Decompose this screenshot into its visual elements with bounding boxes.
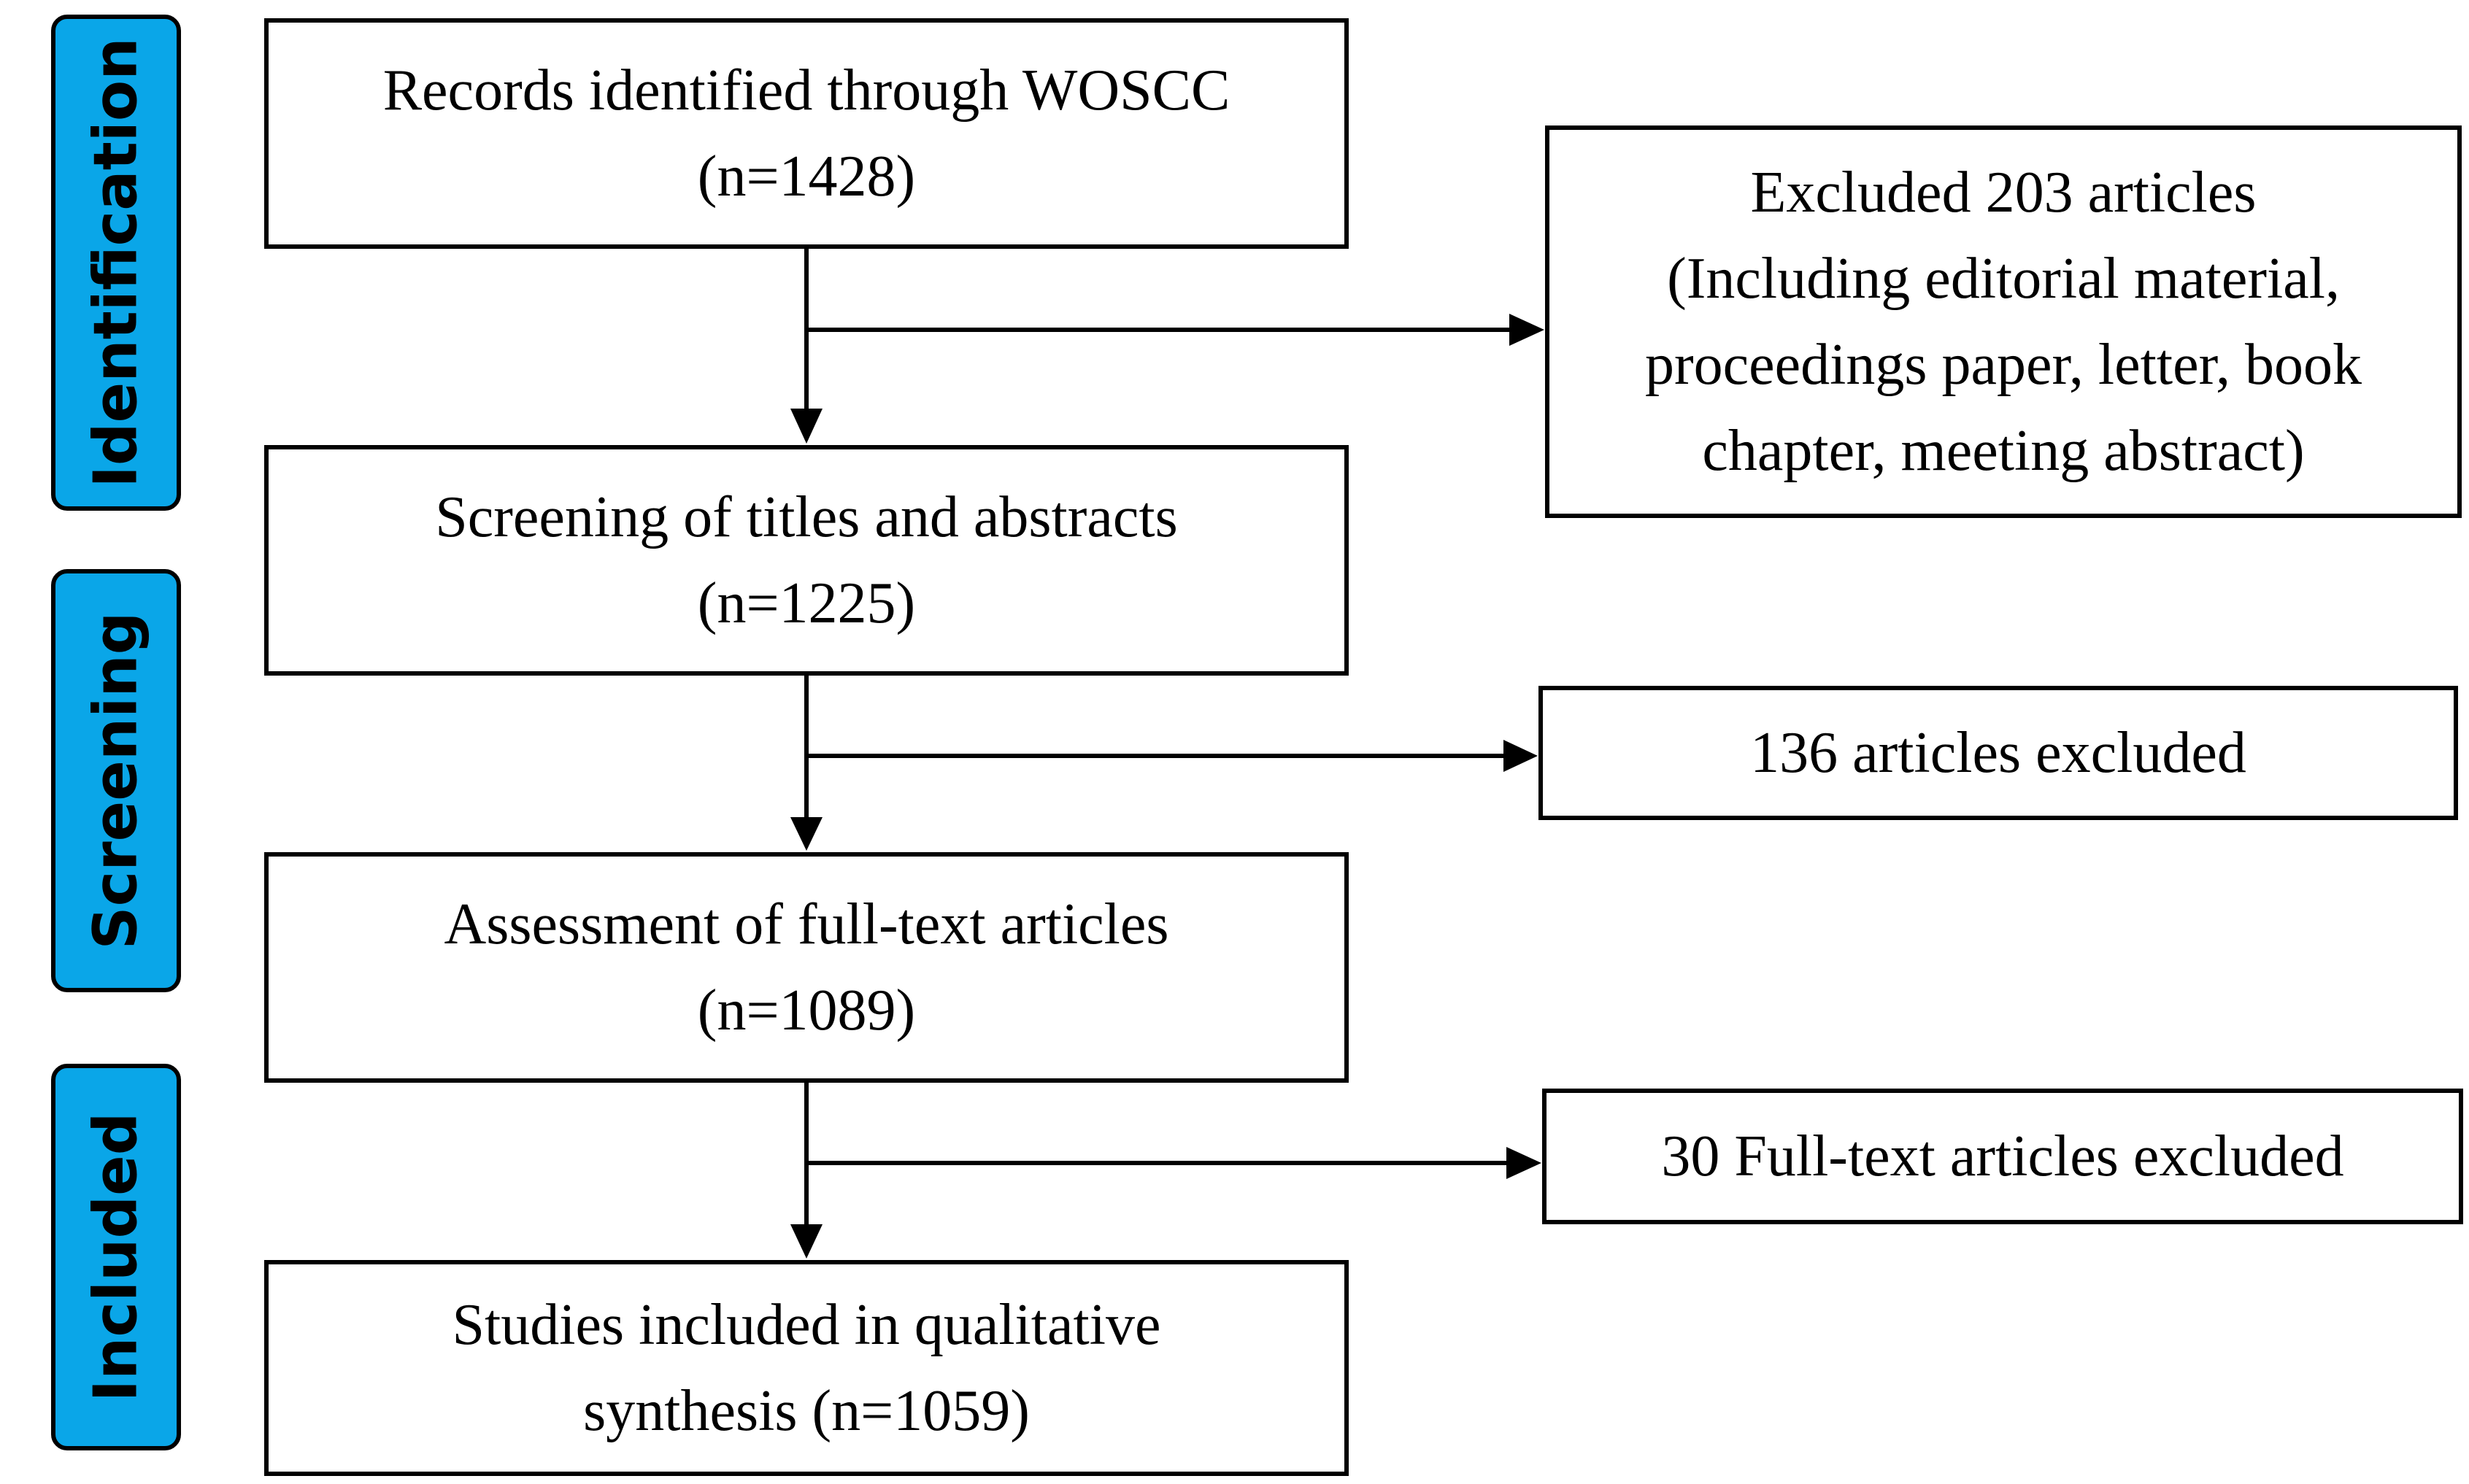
arrow-right-icon [1503,740,1538,772]
stage-screening: Screening [51,569,181,992]
exclusion-3-text: 30 Full-text articles excluded [1661,1124,2344,1189]
identified-box: Records identified through WOSCC (n=1428… [264,18,1349,249]
included-line-1: Studies included in qualitative [452,1293,1161,1357]
screening-title: Screening of titles and abstracts [435,485,1178,549]
stage-identification: Identification [51,15,181,511]
arrow-down-icon [790,409,823,444]
exclusion-2-text: 136 articles excluded [1750,721,2246,785]
stage-included: Included [51,1064,181,1450]
exclusion-box-3: 30 Full-text articles excluded [1542,1089,2463,1224]
exclusion-1-line-4: chapter, meeting abstract) [1702,419,2305,483]
screening-count: (n=1225) [697,571,916,635]
assessment-title: Assessment of full-text articles [444,892,1169,957]
exclusion-box-1: Excluded 203 articles (Including editori… [1545,125,2462,518]
arrow-right-icon [1506,1147,1541,1179]
identified-count: (n=1428) [697,144,916,209]
exclusion-box-2: 136 articles excluded [1538,686,2458,820]
identified-title: Records identified through WOSCC [382,58,1230,123]
arrow-down-icon [790,1224,823,1259]
screening-box: Screening of titles and abstracts (n=122… [264,445,1349,676]
included-line-2: synthesis (n=1059) [583,1379,1030,1443]
arrow-right-icon [1509,314,1544,346]
assessment-box: Assessment of full-text articles (n=1089… [264,852,1349,1083]
assessment-count: (n=1089) [697,978,916,1043]
included-box: Studies included in qualitative synthesi… [264,1260,1349,1476]
exclusion-1-line-3: proceedings paper, letter, book [1644,333,2362,397]
exclusion-1-line-1: Excluded 203 articles [1750,161,2257,225]
exclusion-1-line-2: (Including editorial material, [1667,247,2340,311]
arrow-down-icon [790,817,823,851]
